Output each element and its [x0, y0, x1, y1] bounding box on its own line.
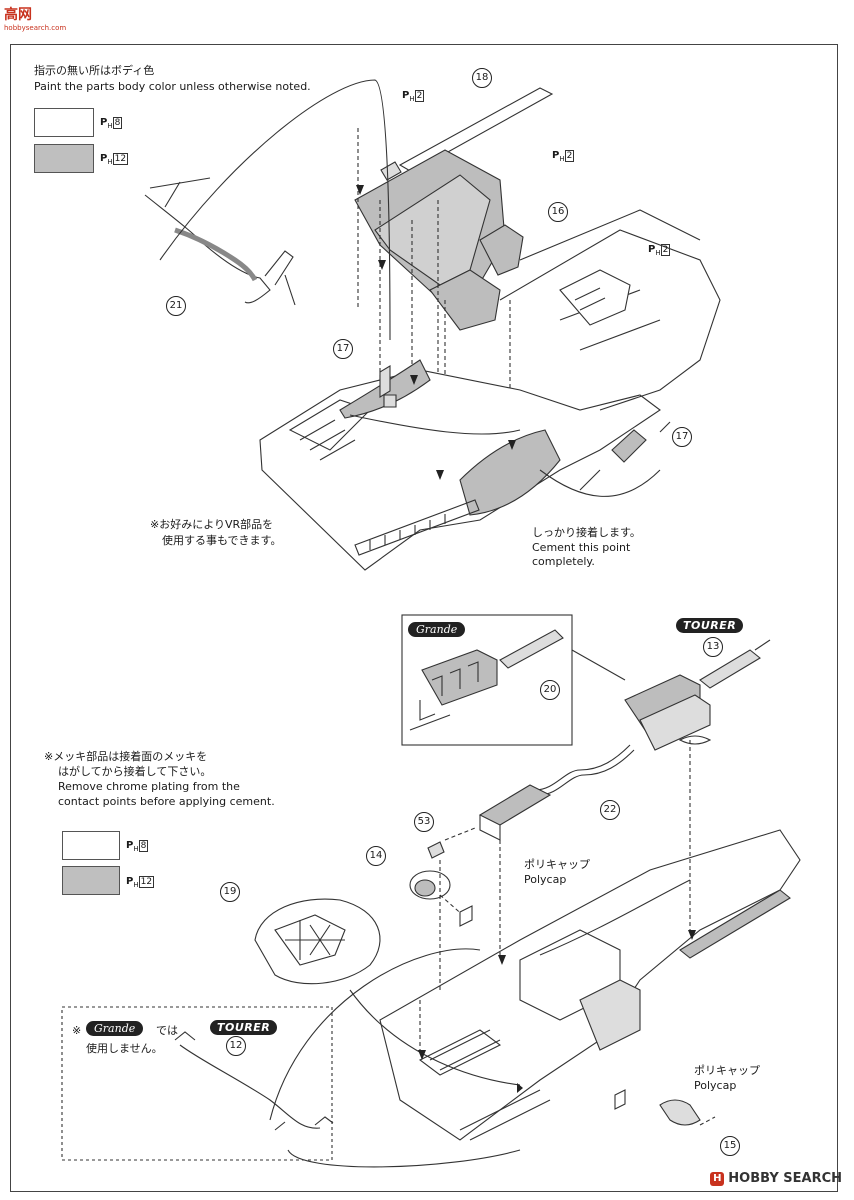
- note-body-color-jp: 指示の無い所はボディ色: [34, 64, 155, 77]
- polycap-label-en-1: Polycap: [524, 873, 567, 886]
- part-number-19: 19: [220, 882, 240, 902]
- polycap-label-en-2: Polycap: [694, 1079, 737, 1092]
- polycap-label-jp-2: ポリキャップ: [694, 1064, 760, 1077]
- shock-absorber-left: [379, 365, 397, 408]
- paint-swatch-h12-top: [34, 144, 94, 173]
- note-vr-parts-1: ※お好みによりVR部品を: [150, 518, 274, 531]
- note-vr-parts-2: 使用する事もできます。: [162, 534, 282, 547]
- rear-muffler: [624, 674, 701, 731]
- rear-stabilizer: [179, 1044, 321, 1129]
- watermark-sub: hobbysearch.com: [4, 24, 67, 32]
- part-number-18: 18: [472, 68, 492, 88]
- note-chrome-jp-1: ※メッキ部品は接着面のメッキを: [44, 750, 208, 763]
- instruction-frame: [10, 44, 838, 1192]
- note-body-color-en: Paint the parts body color unless otherw…: [34, 80, 311, 93]
- part-number-17-right: 17: [672, 427, 692, 447]
- part-number-22: 22: [600, 800, 620, 820]
- prop-shaft: [398, 87, 554, 173]
- grande-badge-inset: Grande: [408, 622, 466, 637]
- part-number-13: 13: [703, 637, 723, 657]
- not-used-mark: ※: [72, 1024, 82, 1037]
- paint-swatch-h12-bottom: [62, 866, 120, 895]
- note-chrome-en-1: Remove chrome plating from the: [58, 780, 240, 793]
- tourer-badge-top: TOURER: [676, 618, 744, 633]
- note-chrome-jp-2: はがしてから接着して下さい。: [58, 765, 212, 778]
- part-number-15: 15: [720, 1136, 740, 1156]
- note-chrome-en-2: contact points before applying cement.: [58, 795, 275, 808]
- polycap-label-jp-1: ポリキャップ: [524, 858, 590, 871]
- tourer-inset-box: [61, 1006, 333, 1161]
- site-watermark: 高网 hobbysearch.com: [4, 4, 66, 32]
- not-used-de: では: [156, 1024, 178, 1037]
- part-number-17-left: 17: [333, 339, 353, 359]
- note-cement-en-2: completely.: [532, 555, 595, 568]
- tourer-badge-inset: TOURER: [210, 1020, 278, 1035]
- note-cement-jp: しっかり接着します。: [532, 526, 641, 539]
- note-cement-en-1: Cement this point: [532, 541, 631, 554]
- paint-swatch-h8-bottom: [62, 831, 120, 860]
- watermark-title: 高网: [4, 7, 32, 23]
- part-number-20: 20: [540, 680, 560, 700]
- body-shell-top: [499, 209, 721, 411]
- part-number-14: 14: [366, 846, 386, 866]
- grande-badge-note: Grande: [86, 1021, 144, 1036]
- paint-swatch-h8-top: [34, 108, 94, 137]
- not-used-jp: 使用しません。: [86, 1042, 163, 1055]
- stabilizer-bar: [144, 194, 271, 304]
- part-number-21: 21: [166, 296, 186, 316]
- shock-absorber-right: [611, 429, 647, 463]
- part-number-16: 16: [548, 202, 568, 222]
- part-number-53: 53: [414, 812, 434, 832]
- exhaust-pipe: [534, 744, 631, 791]
- part-number-12: 12: [226, 1036, 246, 1056]
- spare-tire: [254, 898, 381, 985]
